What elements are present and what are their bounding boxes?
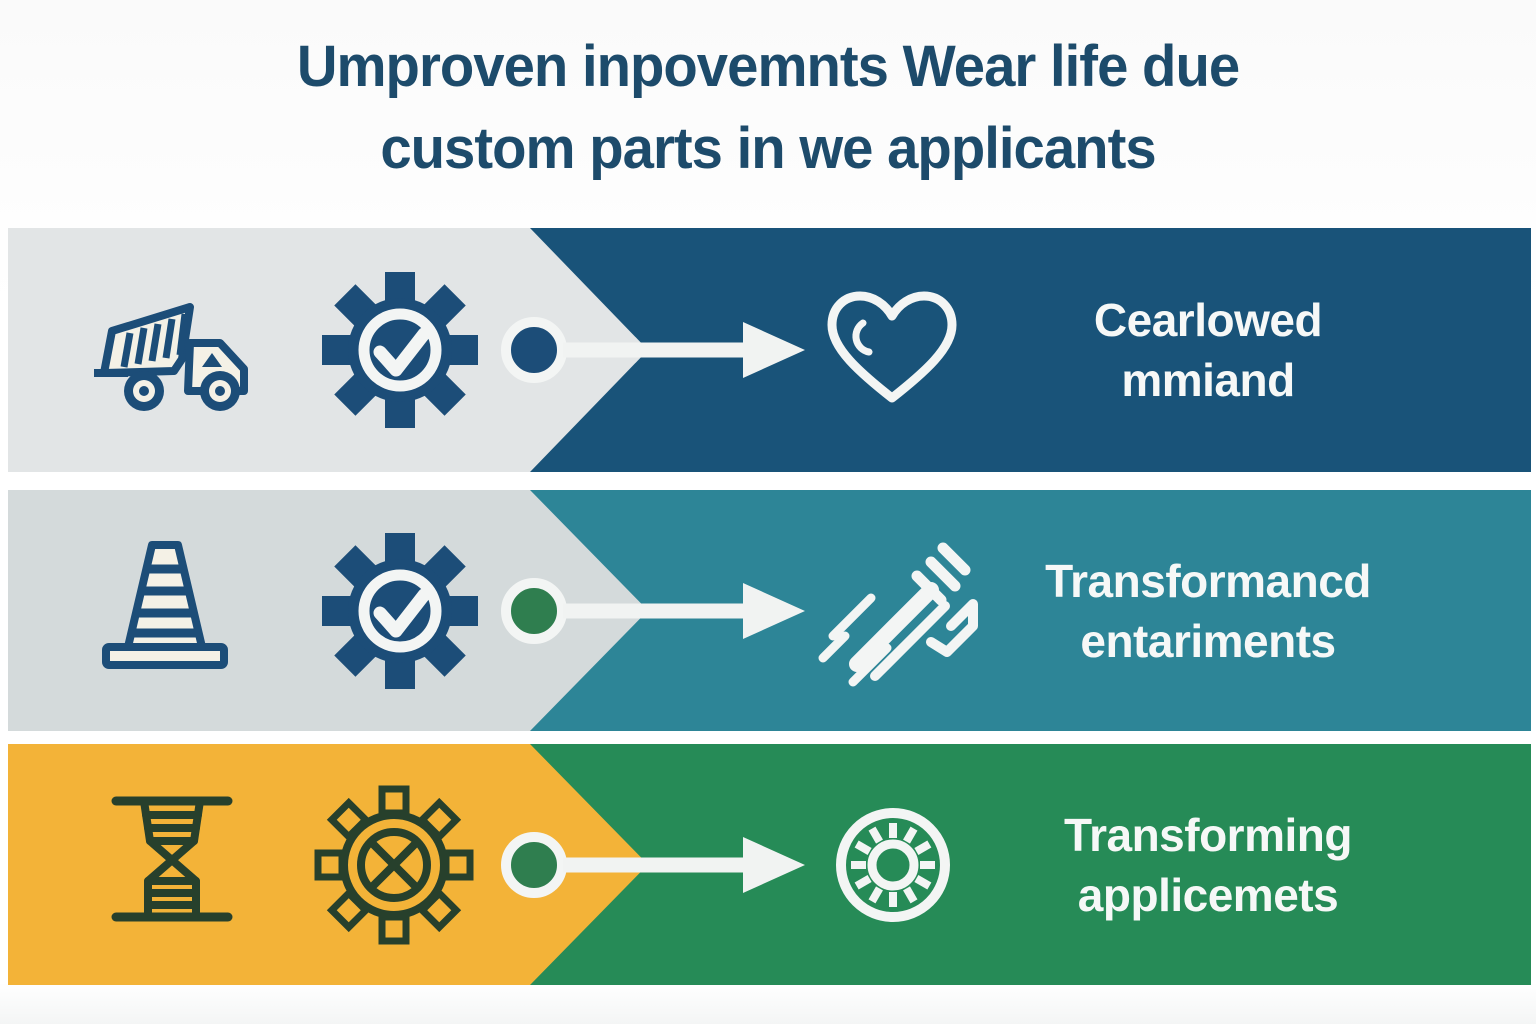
heart-icon: [827, 291, 957, 403]
dump-truck-icon: [94, 303, 248, 411]
row-2-label-line-1: Transformancd: [1045, 554, 1371, 607]
title-line-1: Umproven inpovemnts Wear life due: [296, 34, 1240, 99]
row-1-label: Cearlowed mmiand: [968, 290, 1448, 410]
row-1-label-line-2: mmiand: [1121, 354, 1295, 406]
process-row-2: Transformancd entariments: [8, 490, 1531, 731]
process-node-dot: [501, 317, 567, 383]
row-3-label-line-1: Transforming: [1064, 808, 1352, 861]
gear-check-icon: [322, 272, 478, 428]
dial-gear-icon: [836, 807, 950, 922]
row-2-label: Transformancd entariments: [968, 551, 1448, 671]
gear-x-icon: [314, 785, 474, 944]
row-2-label-line-2: entariments: [1080, 614, 1336, 667]
title-line-2: custom parts in we applicants: [380, 116, 1156, 181]
flow-arrow-icon: [563, 836, 805, 893]
row-3-label: Transforming applicemets: [968, 805, 1448, 925]
flow-arrow-icon: [563, 582, 805, 639]
flow-arrow-icon: [563, 322, 805, 378]
tool-icon: [818, 542, 978, 686]
process-row-3: Transforming applicemets: [8, 744, 1531, 985]
page-title: Umproven inpovemnts Wear life due custom…: [23, 26, 1513, 190]
row-1-label-line-1: Cearlowed: [1093, 294, 1323, 346]
process-row-1: Cearlowed mmiand: [8, 228, 1531, 472]
hourglass-icon: [111, 796, 233, 921]
row-3-label-line-2: applicemets: [1077, 868, 1339, 921]
gear-check-icon: [322, 532, 478, 689]
process-node-dot: [501, 577, 567, 644]
process-node-dot: [501, 831, 567, 898]
traffic-cone-icon: [102, 540, 228, 669]
